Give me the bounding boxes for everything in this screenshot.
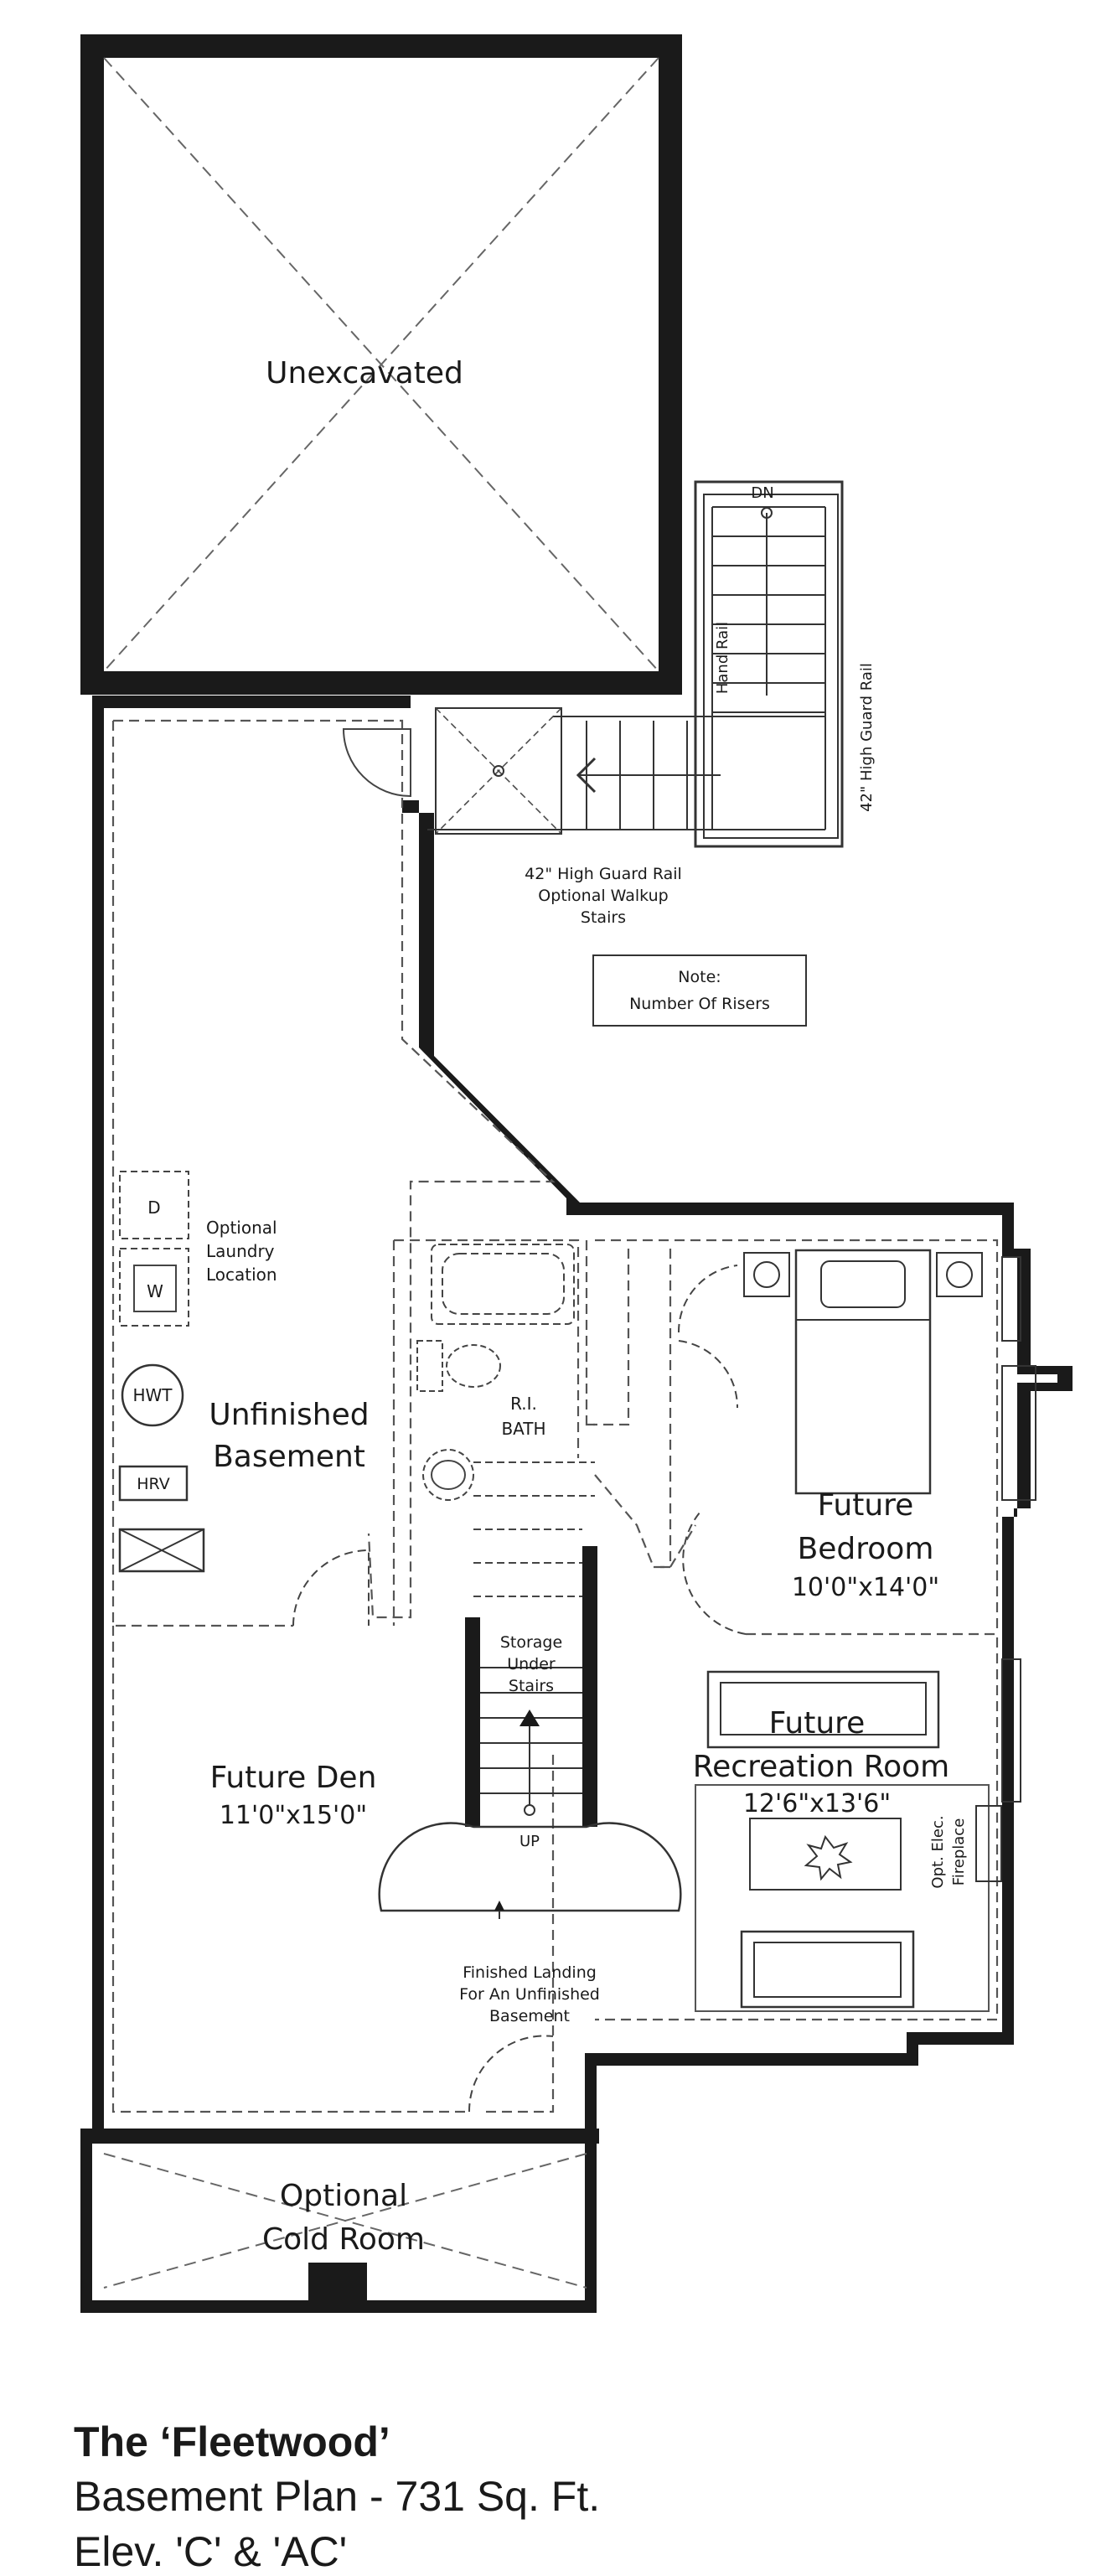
- bath-fixtures: [416, 1244, 575, 1501]
- laundry-appliances: [119, 1171, 189, 1327]
- label-guard-rail-right: 42" High Guard Rail: [858, 663, 876, 812]
- label-stairs: Stairs: [581, 908, 626, 927]
- label-note: Note:: [678, 968, 721, 986]
- label-rec-dim: 12'6"x13'6": [743, 1789, 891, 1818]
- floor-plan: Unexcavated DN Hand Rail 42" High Guard …: [74, 34, 1073, 2313]
- unexcavated-area: [80, 34, 682, 695]
- entry-door-swing: [342, 728, 411, 798]
- furnace: [118, 1528, 205, 1573]
- label-rec-future: Future: [769, 1706, 866, 1741]
- label-bedroom-dim: 10'0"x14'0": [792, 1573, 939, 1602]
- exterior-wall: [74, 696, 1073, 2313]
- label-storage: Storage: [500, 1633, 562, 1652]
- label-finished-landing: Finished Landing: [463, 1963, 597, 1982]
- walkup-stairs: [427, 480, 844, 848]
- label-unfinished: Unfinished: [209, 1398, 369, 1432]
- plan-elevation: Elev. 'C' & 'AC': [74, 2528, 348, 2575]
- label-bedroom-future: Future: [818, 1488, 914, 1523]
- label-storage-stairs: Stairs: [509, 1677, 554, 1695]
- bay-window: [1001, 1256, 1036, 1803]
- label-dn: DN: [751, 484, 773, 502]
- label-hwt: HWT: [132, 1385, 173, 1405]
- label-under: Under: [507, 1655, 556, 1673]
- label-optional-walkup: Optional Walkup: [538, 887, 668, 905]
- label-number-of-risers: Number Of Risers: [629, 995, 770, 1013]
- label-fireplace-opt: Opt. Elec.: [929, 1815, 947, 1888]
- label-recreation-room: Recreation Room: [693, 1750, 949, 1784]
- interior-partitions: [111, 719, 999, 2113]
- cold-room: [92, 2129, 599, 2300]
- label-up: UP: [519, 1833, 540, 1850]
- label-laundry: Laundry: [206, 1241, 275, 1261]
- rec-room-furniture: [695, 1670, 1002, 2012]
- label-den: Future Den: [210, 1761, 377, 1795]
- label-cold-room: Cold Room: [262, 2222, 425, 2257]
- hwt-tank: [121, 1363, 184, 1427]
- bedroom-furniture: [743, 1249, 983, 1495]
- label-bath: BATH: [501, 1419, 545, 1439]
- label-washer: W: [147, 1281, 163, 1301]
- label-laundry-location: Location: [206, 1265, 277, 1285]
- interior-stairs: [378, 1461, 682, 1919]
- label-landing-basement: Basement: [489, 2007, 570, 2025]
- label-for-unfinished: For An Unfinished: [459, 1985, 600, 2004]
- label-guard-rail-bottom: 42" High Guard Rail: [525, 865, 682, 883]
- plan-title: The ‘Fleetwood’: [74, 2418, 390, 2465]
- plan-subtitle: Basement Plan - 731 Sq. Ft.: [74, 2473, 601, 2520]
- label-cold-optional: Optional: [280, 2179, 407, 2213]
- label-bedroom: Bedroom: [798, 1532, 934, 1566]
- label-basement: Basement: [213, 1440, 365, 1474]
- hrv-unit: [118, 1465, 189, 1502]
- label-hand-rail: Hand Rail: [714, 622, 731, 694]
- label-laundry-optional: Optional: [206, 1218, 277, 1238]
- door-swings: [292, 1265, 747, 2113]
- label-fireplace: Fireplace: [950, 1818, 968, 1886]
- label-unexcavated: Unexcavated: [266, 356, 463, 391]
- label-ri: R.I.: [510, 1394, 537, 1414]
- note-box: [592, 954, 807, 1027]
- label-hrv: HRV: [137, 1475, 169, 1493]
- label-den-dim: 11'0"x15'0": [220, 1801, 367, 1830]
- label-dryer: D: [147, 1197, 160, 1218]
